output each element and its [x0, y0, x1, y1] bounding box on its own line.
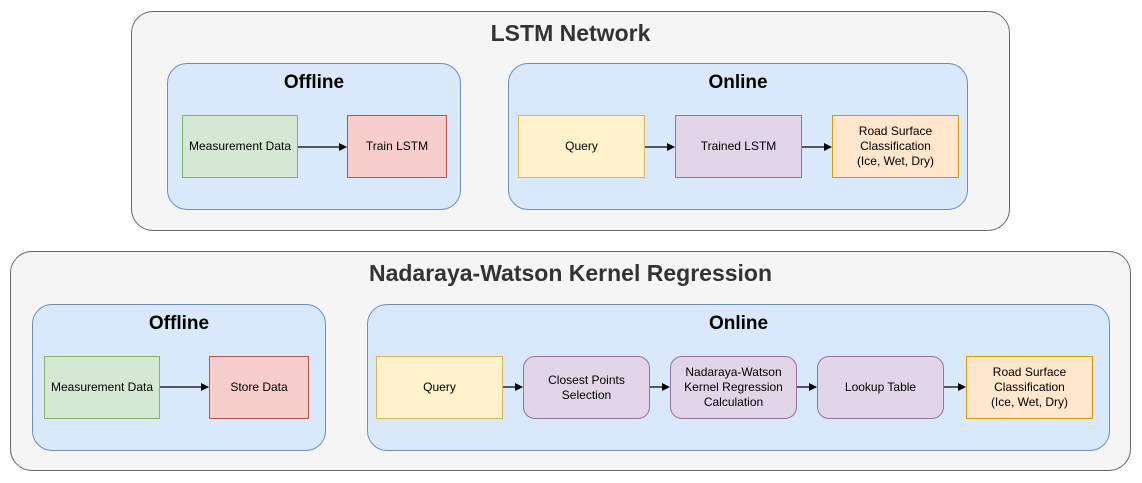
nw-query-node: Query — [376, 356, 503, 419]
lstm-network-title: LSTM Network — [490, 20, 651, 46]
nw-calculation-node: Nadaraya-Watson Kernel Regression Calcul… — [670, 356, 797, 419]
nw-online-title: Online — [708, 313, 769, 334]
lstm-measurement-data-node: Measurement Data — [182, 115, 298, 178]
lstm-query-node: Query — [518, 115, 645, 178]
nw-classification-node: Road Surface Classification (Ice, Wet, D… — [966, 356, 1093, 419]
lstm-classification-node: Road Surface Classification (Ice, Wet, D… — [832, 115, 959, 178]
nw-closest-points-node: Closest Points Selection — [523, 356, 650, 419]
nw-measurement-data-node: Measurement Data — [44, 356, 160, 419]
nw-offline-title: Offline — [148, 313, 210, 334]
lstm-trained-node: Trained LSTM — [675, 115, 802, 178]
lstm-offline-title: Offline — [283, 72, 345, 93]
nw-store-data-node: Store Data — [209, 356, 309, 419]
nw-regression-title: Nadaraya-Watson Kernel Regression — [368, 260, 773, 286]
nw-lookup-table-node: Lookup Table — [817, 356, 944, 419]
lstm-train-node: Train LSTM — [347, 115, 447, 178]
lstm-online-title: Online — [708, 72, 768, 93]
